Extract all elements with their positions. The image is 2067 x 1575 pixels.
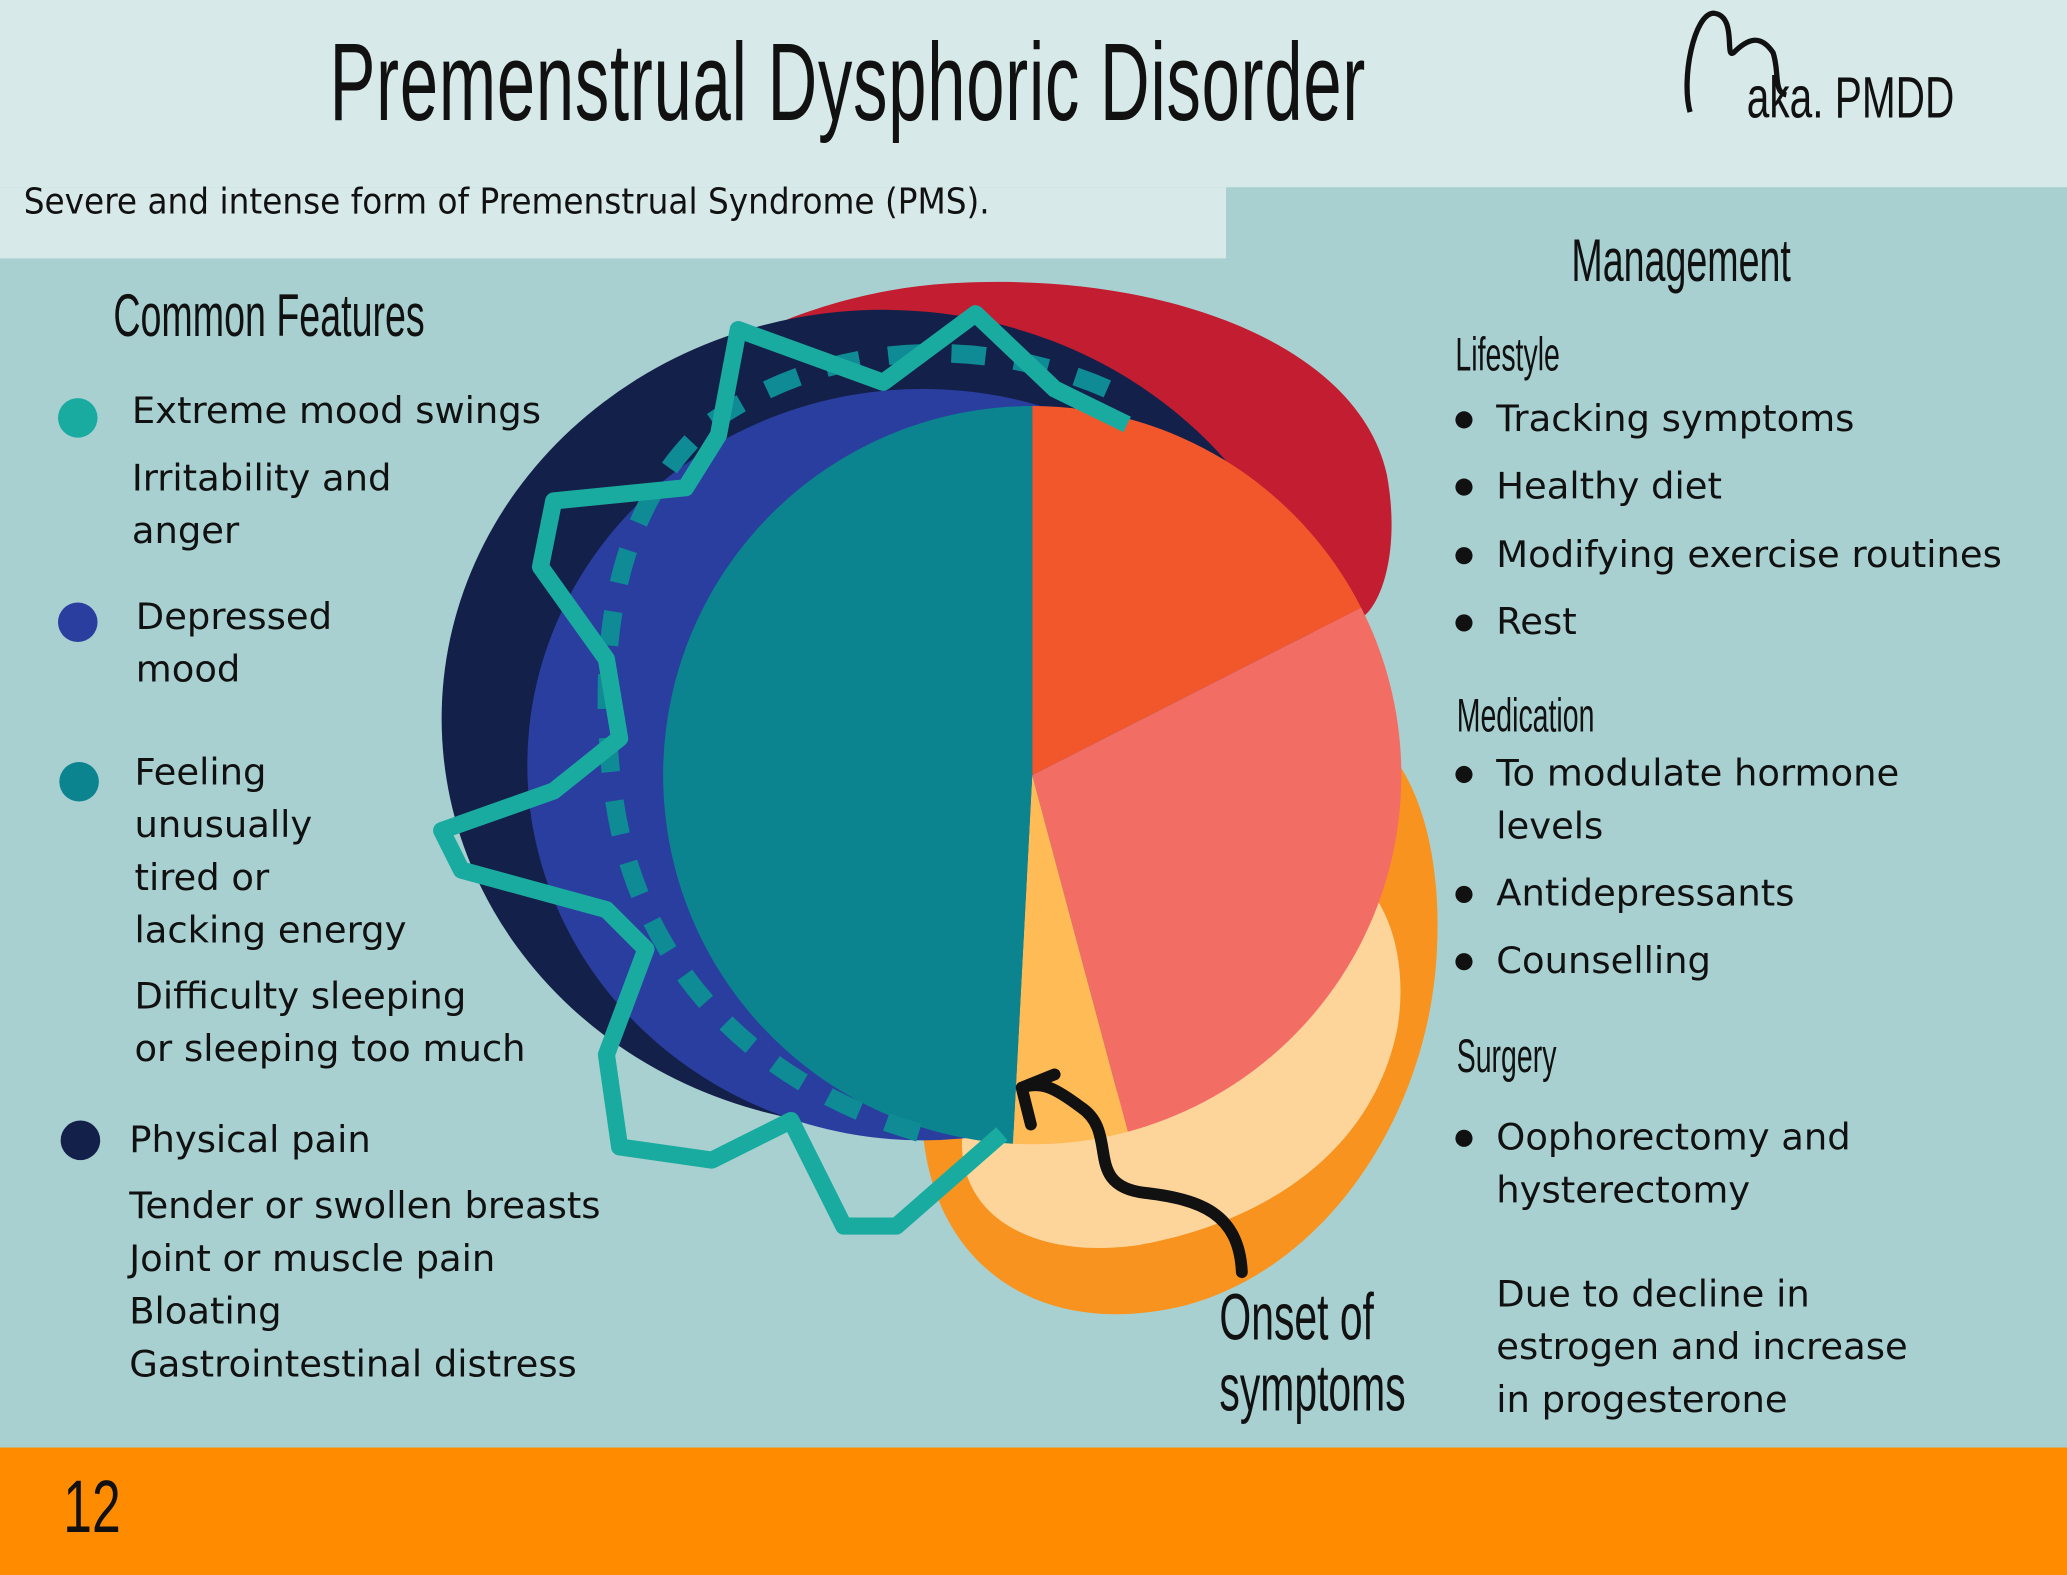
surgery-heading: Surgery (1456, 1028, 1557, 1083)
feature-tired: Feeling unusually tired or lacking energy (134, 746, 406, 957)
line: lacking energy (134, 908, 407, 952)
line: unusually (134, 802, 313, 847)
aka-label: aka. PMDD (1746, 65, 1955, 131)
title-band (0, 0, 2067, 188)
line: Onset of (1219, 1280, 1374, 1354)
feature-irritability: Irritability and anger (132, 452, 392, 557)
depressed-dot (58, 602, 98, 643)
line: Depressed (135, 594, 333, 639)
onset-arrow-icon (1015, 1068, 1248, 1279)
features-heading: Common Features (113, 280, 425, 350)
management-heading: Management (1571, 225, 1791, 294)
line: Bloating (129, 1289, 282, 1333)
lifestyle-item: Healthy diet (1455, 460, 1722, 513)
line: Gastrointestinal distress (129, 1342, 577, 1386)
line: estrogen and increase (1496, 1324, 1908, 1369)
medication-heading: Medication (1456, 688, 1595, 743)
line: To modulate hormone (1496, 751, 1900, 795)
line: Oophorectomy and (1496, 1115, 1851, 1159)
medication-item: Counselling (1455, 935, 1711, 988)
page-title: Premenstrual Dysphoric Disorder (329, 19, 1367, 144)
teal-wedge (663, 406, 1033, 1144)
line: Joint or muscle pain (129, 1236, 496, 1281)
medication-item: To modulate hormone levels (1455, 747, 1900, 852)
feature-mood-swings: Extreme mood swings (131, 388, 541, 433)
yellow-wedge (1012, 775, 1128, 1145)
line: mood (135, 647, 241, 691)
curl-arrow-icon (1684, 10, 1788, 113)
orange-wedge (1032, 406, 1362, 776)
medication-item: Antidepressants (1455, 867, 1794, 920)
tired-dot (59, 761, 99, 802)
onset-cause: Due to decline in estrogen and increase in… (1496, 1268, 1907, 1426)
line: hysterectomy (1496, 1168, 1751, 1212)
surgery-item: Oophorectomy and hysterectomy (1455, 1111, 1851, 1216)
line: Due to decline in (1496, 1272, 1810, 1316)
line: Tender or swollen breasts (129, 1183, 601, 1228)
lifestyle-item: Rest (1455, 596, 1577, 649)
subtitle-band (0, 187, 1227, 259)
footer-bar (0, 1447, 2067, 1575)
subtitle: Severe and intense form of Premenstrual … (23, 181, 990, 223)
line: or sleeping too much (134, 1026, 526, 1071)
line: levels (1496, 804, 1604, 848)
line: Difficulty sleeping (134, 974, 467, 1018)
mood-wave-line (433, 305, 1131, 1235)
line: anger (131, 508, 240, 553)
salmon-wedge (1032, 607, 1402, 1132)
lifestyle-heading: Lifestyle (1455, 326, 1560, 381)
feature-depressed: Depressed mood (136, 591, 332, 696)
line: symptoms (1219, 1351, 1406, 1426)
line: tired or (134, 855, 270, 900)
line: Feeling (134, 750, 267, 794)
pie (663, 406, 1402, 1145)
lifestyle-item: Modifying exercise routines (1455, 529, 2002, 582)
feature-sleeping: Difficulty sleeping or sleeping too much (134, 970, 525, 1075)
line: Irritability and (131, 456, 392, 500)
pain-dot (60, 1120, 101, 1161)
mood-swings-dot (58, 398, 98, 438)
feature-physical-pain: Physical pain (129, 1117, 371, 1162)
page-number: 12 (63, 1464, 121, 1548)
lifestyle-item: Tracking symptoms (1455, 393, 1854, 446)
line: in progesterone (1496, 1377, 1788, 1422)
